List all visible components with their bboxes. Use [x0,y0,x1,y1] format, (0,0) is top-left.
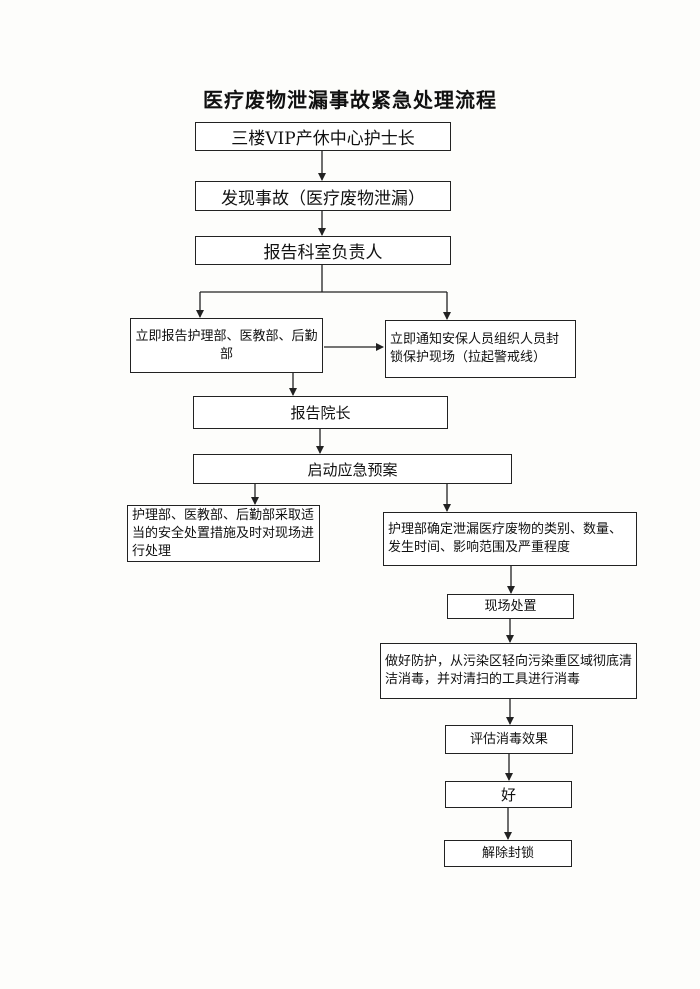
node-label: 立即通知安保人员组织人员封锁保护现场（拉起警戒线） [390,332,560,365]
node-onsite-handling: 现场处置 [447,594,574,619]
node-report-dept-head: 报告科室负责人 [195,236,451,265]
node-label: 评估消毒效果 [469,731,548,747]
node-start-plan: 启动应急预案 [193,454,512,484]
node-label: 报告院长 [290,404,351,422]
node-report-departments: 立即报告护理部、医教部、后勤部 [130,318,323,373]
node-label: 好 [500,786,516,804]
node-label: 护理部确定泄漏医疗废物的类别、数量、发生时间、影响范围及严重程度 [388,522,623,555]
node-label: 做好防护，从污染区轻向污染重区域彻底清洁消毒，并对清扫的工具进行消毒 [385,654,633,687]
node-label: 启动应急预案 [307,460,398,479]
node-label: 解除封锁 [481,845,534,861]
node-label: 报告科室负责人 [263,243,383,263]
node-departments-action: 护理部、医教部、后勤部采取适当的安全处置措施及时对现场进行处理 [127,505,320,562]
node-label: 护理部、医教部、后勤部采取适当的安全处置措施及时对现场进行处理 [132,507,315,559]
node-disinfect: 做好防护，从污染区轻向污染重区域彻底清洁消毒，并对清扫的工具进行消毒 [380,643,637,699]
node-determine-waste: 护理部确定泄漏医疗废物的类别、数量、发生时间、影响范围及严重程度 [383,512,637,566]
node-notify-security: 立即通知安保人员组织人员封锁保护现场（拉起警戒线） [385,320,576,378]
node-unlock: 解除封锁 [444,840,572,867]
node-label: 立即报告护理部、医教部、后勤部 [135,328,318,362]
node-evaluate: 评估消毒效果 [445,725,573,754]
node-report-president: 报告院长 [193,396,448,429]
page-title: 医疗废物泄漏事故紧急处理流程 [203,88,497,112]
node-head-nurse: 三楼VIP产休中心护士长 [195,122,451,151]
node-discover-accident: 发现事故（医疗废物泄漏） [195,181,451,211]
node-label: 现场处置 [484,598,537,614]
node-good: 好 [445,781,572,808]
node-label: 发现事故（医疗废物泄漏） [221,188,425,209]
node-label: 三楼VIP产休中心护士长 [231,129,415,149]
